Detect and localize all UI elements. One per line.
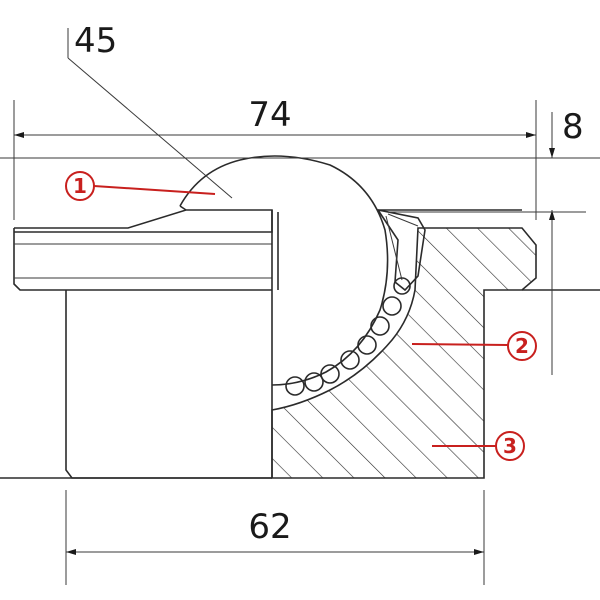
callout-2: 2 — [411, 331, 537, 361]
dimension-74: 74 — [0, 95, 600, 220]
seal-ring — [376, 208, 426, 292]
main-ball — [179, 155, 389, 386]
dimension-74-label: 74 — [248, 95, 291, 135]
dimension-62: 62 — [65, 490, 485, 585]
callout-2-label: 2 — [515, 334, 529, 358]
support-balls — [285, 277, 411, 396]
dimension-8-label: 8 — [562, 107, 584, 147]
callout-1: 1 — [65, 171, 216, 201]
dimension-45: 45 — [67, 21, 233, 199]
callout-3-label: 3 — [503, 434, 517, 458]
dimension-62-label: 62 — [248, 507, 291, 547]
left-body-outline — [0, 205, 279, 479]
callout-3: 3 — [432, 431, 525, 461]
dimension-8: 8 — [388, 107, 586, 375]
right-flange-top — [378, 209, 600, 291]
dimension-45-label: 45 — [74, 21, 117, 61]
callout-1-label: 1 — [73, 174, 87, 198]
